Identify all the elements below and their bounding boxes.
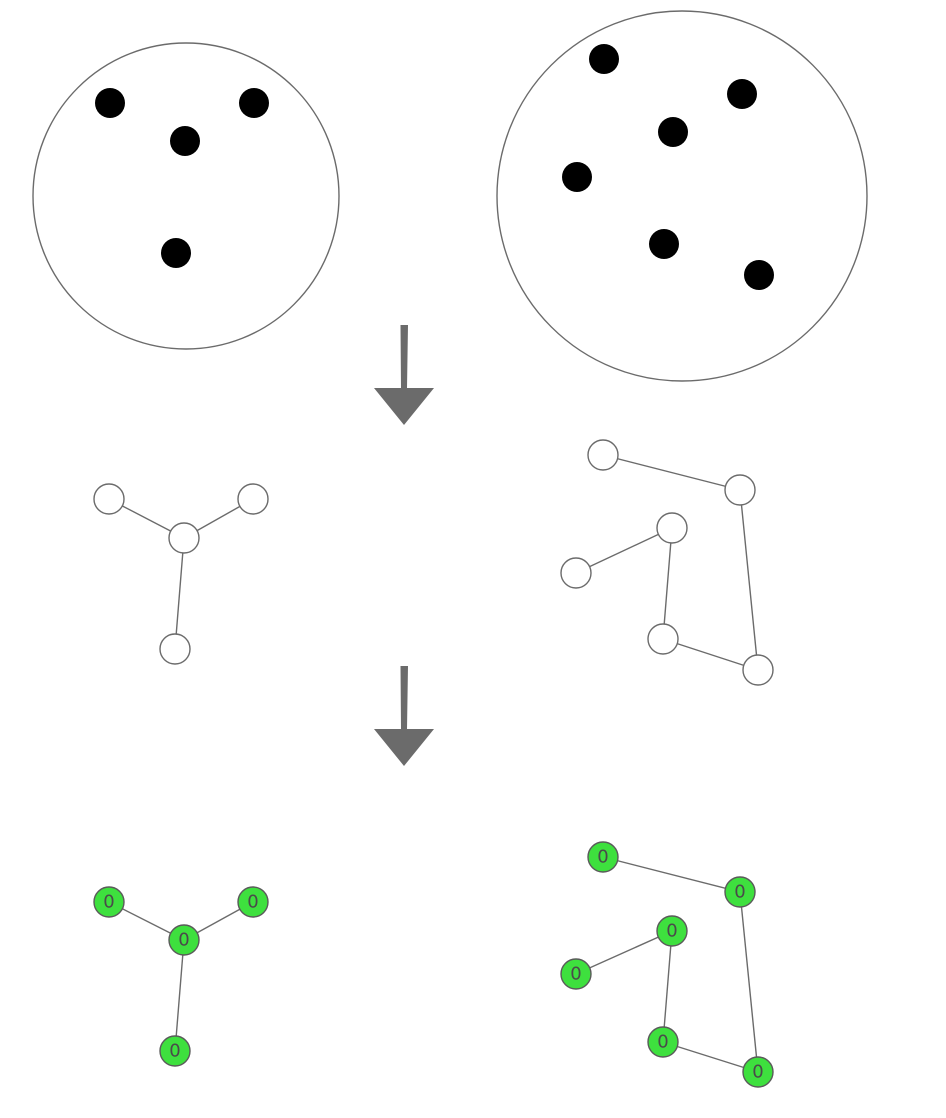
node-label: 0 (178, 930, 189, 951)
person-icon (94, 88, 126, 175)
graph-node (724, 474, 756, 506)
graph-node (159, 633, 191, 665)
left-group-circle (32, 42, 340, 350)
arrow-down-icon (374, 666, 434, 766)
left-labeled-graph: 0 0 0 0 (93, 886, 269, 1067)
labeled-node (168, 924, 200, 956)
node-label: 0 (570, 964, 581, 985)
node-label: 0 (657, 1032, 668, 1053)
right-group-circle (496, 10, 868, 382)
person-icon (169, 126, 201, 213)
node-label: 0 (752, 1062, 763, 1083)
node-label: 0 (734, 882, 745, 903)
right-graph (560, 439, 774, 686)
labeled-node (560, 958, 592, 990)
person-icon (648, 229, 680, 316)
labeled-node (159, 1035, 191, 1067)
node-label: 0 (666, 921, 677, 942)
node-label: 0 (597, 847, 608, 868)
graph-node (647, 623, 679, 655)
person-icon (743, 260, 775, 347)
labeled-node (647, 1026, 679, 1058)
right-labeled-graph: 0 0 0 0 0 0 (560, 841, 774, 1088)
labeled-node (656, 915, 688, 947)
left-graph (93, 483, 269, 665)
person-icon (160, 238, 192, 325)
node-label: 0 (247, 892, 258, 913)
graph-node (656, 512, 688, 544)
graph-node (587, 439, 619, 471)
person-icon (238, 88, 270, 175)
graph-node (93, 483, 125, 515)
person-icon (726, 79, 758, 166)
labeled-node (237, 886, 269, 918)
arrow-down-icon (374, 325, 434, 425)
person-icon (588, 44, 620, 131)
graph-node (168, 522, 200, 554)
labeled-node (587, 841, 619, 873)
node-label: 0 (103, 892, 114, 913)
graph-node (560, 557, 592, 589)
graph-node (742, 654, 774, 686)
labeled-node (724, 876, 756, 908)
node-label: 0 (169, 1041, 180, 1062)
labeled-node (93, 886, 125, 918)
person-icon (657, 117, 689, 204)
graph-node (237, 483, 269, 515)
labeled-node (742, 1056, 774, 1088)
person-icon (561, 162, 593, 249)
